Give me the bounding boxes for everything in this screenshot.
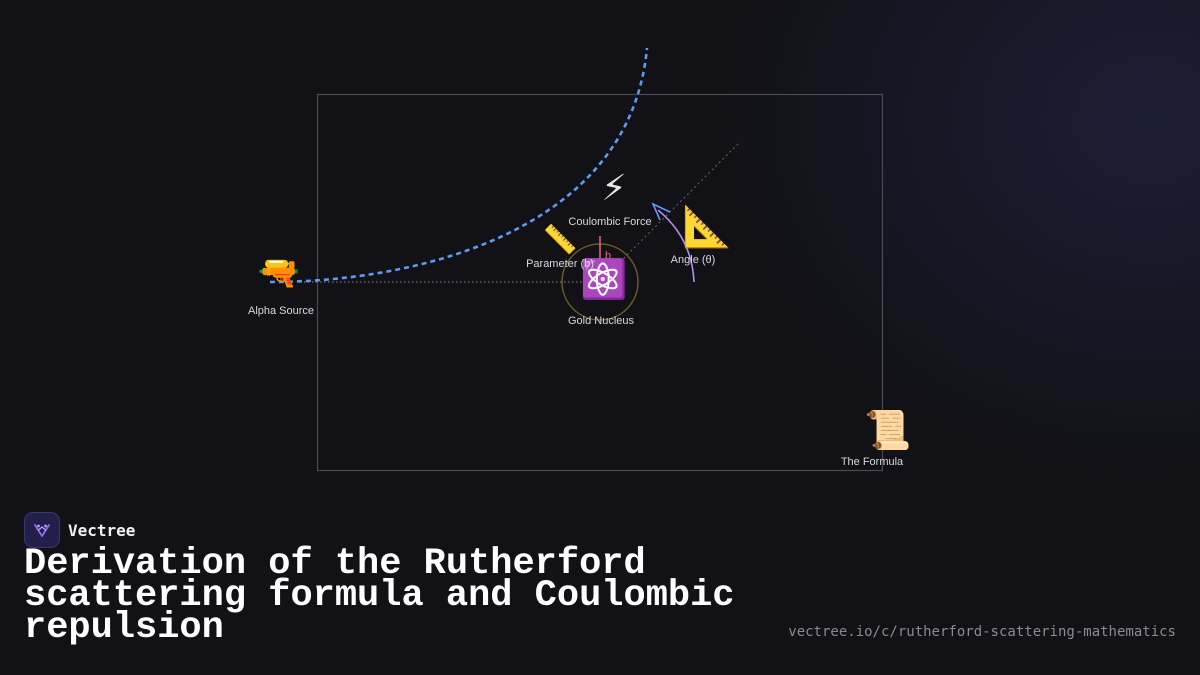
angle-arc [657, 209, 695, 283]
alpha-trajectory-path [269, 47, 649, 284]
gold-nucleus-label: Gold Nucleus [567, 315, 635, 327]
asymptote-line [619, 141, 741, 263]
brand: Vectree [24, 512, 135, 548]
angle-label: Angle (θ) [670, 254, 716, 266]
page-url[interactable]: vectree.io/c/rutherford-scattering-mathe… [788, 624, 1176, 640]
vectree-logo-glyph [34, 524, 50, 537]
vectree-logo-icon [24, 512, 60, 548]
angle-arrow-head [651, 202, 671, 221]
scroll-icon: 📜 [864, 408, 912, 452]
formula-label: The Formula [840, 456, 904, 468]
alpha-source-label: Alpha Source [247, 305, 315, 317]
water-pistol-icon: 🔫 [257, 253, 301, 293]
page-title: Derivation of the Rutherford scattering … [24, 543, 735, 649]
atom-icon: ⚛️ [580, 257, 628, 301]
coulombic-force-label: Coulombic Force [568, 216, 652, 228]
parameter-label: Parameter (b) [526, 258, 594, 270]
brand-name: Vectree [68, 520, 136, 540]
ruler-icon: 📏 [542, 223, 578, 256]
triangular-ruler-icon: 📐 [682, 204, 732, 250]
lightning-icon: ⚡ [601, 168, 627, 209]
impact-parameter-symbol: b [605, 250, 611, 262]
